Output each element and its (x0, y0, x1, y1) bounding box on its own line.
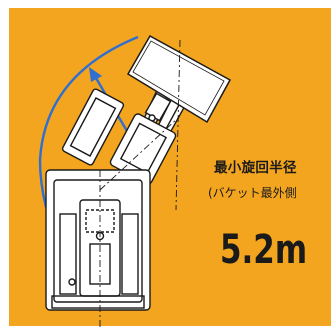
lower-chassis (45, 169, 151, 311)
upper-structure (61, 88, 177, 197)
center-lines (99, 39, 181, 330)
subtitle: (バケット最外側 (208, 186, 297, 200)
radius-value: 5.2m (220, 227, 308, 273)
bucket (126, 34, 232, 124)
title: 最小旋回半径 (214, 160, 297, 176)
radius-arrow-head (89, 67, 102, 82)
